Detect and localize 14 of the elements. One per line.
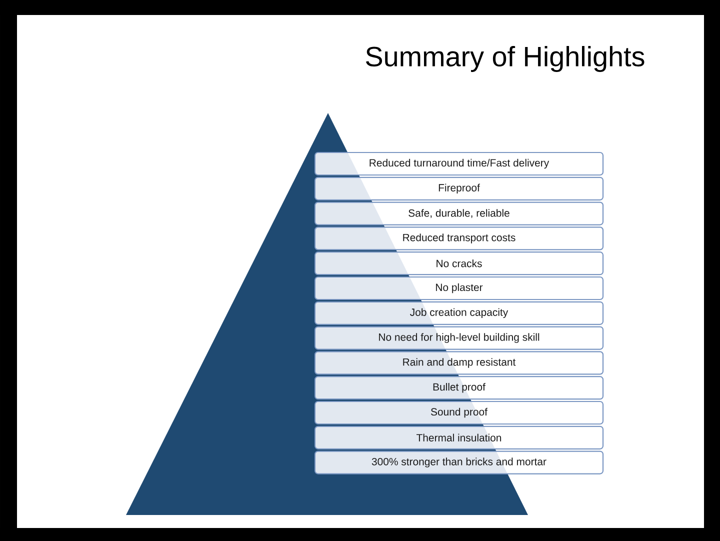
slide-title: Summary of Highlights: [366, 46, 644, 72]
benefit-box: Reduced turnaround time/Fast delivery: [314, 152, 604, 176]
benefit-box: No need for high-level building skill: [314, 326, 604, 350]
benefit-box: Job creation capacity: [314, 301, 604, 325]
benefit-box: No plaster: [314, 276, 604, 300]
benefit-box: 300% stronger than bricks and mortar: [314, 450, 604, 474]
benefit-box: Rain and damp resistant: [314, 351, 604, 375]
benefit-box: Fireproof: [314, 176, 604, 200]
benefit-box: Reduced transport costs: [314, 226, 604, 250]
benefit-box: Thermal insulation: [314, 426, 604, 450]
benefit-box: Safe, durable, reliable: [314, 202, 604, 226]
benefit-box: Bullet proof: [314, 376, 604, 400]
benefit-box: No cracks: [314, 252, 604, 276]
benefit-box: Sound proof: [314, 400, 604, 425]
